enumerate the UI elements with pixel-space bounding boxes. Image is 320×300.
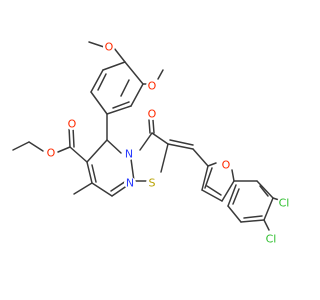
atom-label: Cl [279,197,290,210]
atom-label: N [126,177,134,190]
molecule-structure: O O O O O N N S [12,41,291,246]
atom-o-furan: O [220,159,232,172]
atom-n-ring: N [123,148,135,161]
bond-layer [12,41,280,231]
atom-n-imine: N [124,177,136,190]
atom-label: O [222,159,231,172]
atom-o-ester-ether: O [45,147,57,160]
atom-label: S [149,177,156,190]
atom-o-methoxy2: O [146,80,158,93]
atom-o-methoxy1: O [103,41,115,54]
atom-label: Cl [266,233,277,246]
atom-label: O [148,80,157,93]
atom-label: O [148,108,157,121]
atom-s-thiazole: S [146,177,158,190]
atom-label: N [125,148,133,161]
atom-layer: O O O O O N N S [45,41,291,246]
atom-o-ester-carbonyl: O [66,118,78,131]
atom-cl-2: Cl [264,232,278,246]
atom-label: O [105,41,114,54]
atom-label: O [68,118,77,131]
atom-label: O [47,147,56,160]
atom-o-ketone: O [146,108,158,121]
molecule-canvas: O O O O O N N S [12,40,291,246]
atom-cl-1: Cl [277,196,291,210]
